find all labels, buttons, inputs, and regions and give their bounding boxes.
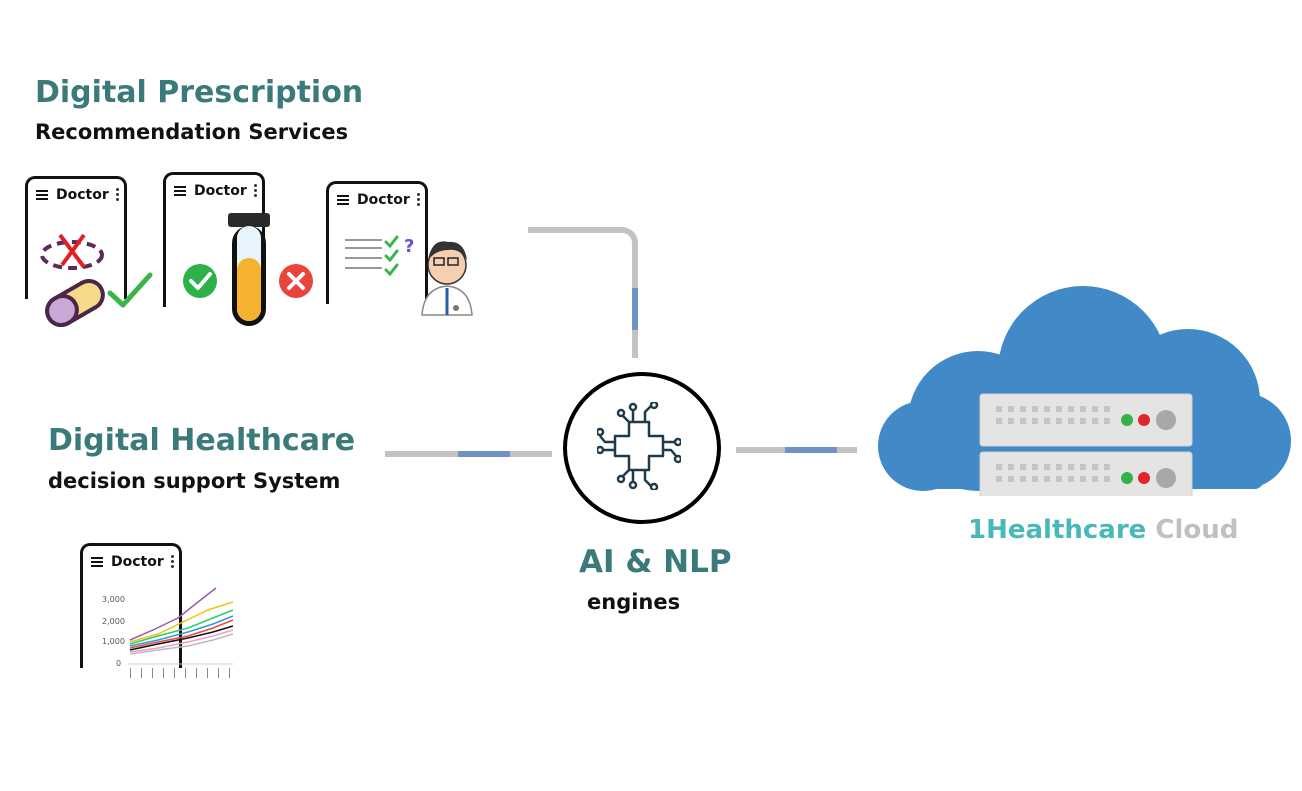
phone-label: Doctor xyxy=(111,554,164,570)
cloud-label: 1Healthcare Cloud xyxy=(968,515,1238,545)
phone-label: Doctor xyxy=(357,192,410,208)
test-tube-icon xyxy=(183,213,313,326)
trend-chart: 3,000 2,000 1,000 0 xyxy=(102,587,234,678)
decision-title: Digital Healthcare xyxy=(48,423,356,458)
y-tick-2000: 2,000 xyxy=(102,617,125,626)
more-icon xyxy=(417,193,420,207)
cloud-suffix: Cloud xyxy=(1155,515,1239,545)
menu-icon xyxy=(337,195,349,205)
prescription-title: Digital Prescription xyxy=(35,75,364,110)
more-icon xyxy=(254,184,257,198)
y-tick-3000: 3,000 xyxy=(102,595,125,604)
doctor-phone-1: Doctor xyxy=(25,176,127,299)
checklist-doctor-icon: ? xyxy=(345,235,473,316)
engine-subtitle: engines xyxy=(587,590,681,614)
ai-engine-node xyxy=(563,372,721,524)
connector-corner xyxy=(622,227,638,243)
doctor-phone-3: Doctor xyxy=(326,181,428,304)
menu-icon xyxy=(36,190,48,200)
menu-icon xyxy=(91,557,103,567)
svg-text:?: ? xyxy=(404,236,414,257)
pill-rejected-icon xyxy=(40,233,153,327)
cloud-server-icon xyxy=(878,286,1291,496)
circuit-cross-icon xyxy=(597,402,681,490)
more-icon xyxy=(116,188,119,202)
decision-subtitle: decision support System xyxy=(48,469,341,493)
connector-decision-highlight xyxy=(458,451,510,457)
connector-cloud-highlight xyxy=(785,447,837,453)
menu-icon xyxy=(174,186,186,196)
connector-prescription-highlight xyxy=(632,288,638,330)
connector-prescription-horizontal xyxy=(528,227,628,233)
cloud-brand: 1Healthcare xyxy=(968,515,1147,545)
y-tick-0: 0 xyxy=(116,659,121,668)
phone-label: Doctor xyxy=(194,183,247,199)
prescription-subtitle: Recommendation Services xyxy=(35,120,349,144)
more-icon xyxy=(171,555,174,569)
engine-title: AI & NLP xyxy=(579,544,732,580)
phone-label: Doctor xyxy=(56,187,109,203)
y-tick-1000: 1,000 xyxy=(102,637,125,646)
